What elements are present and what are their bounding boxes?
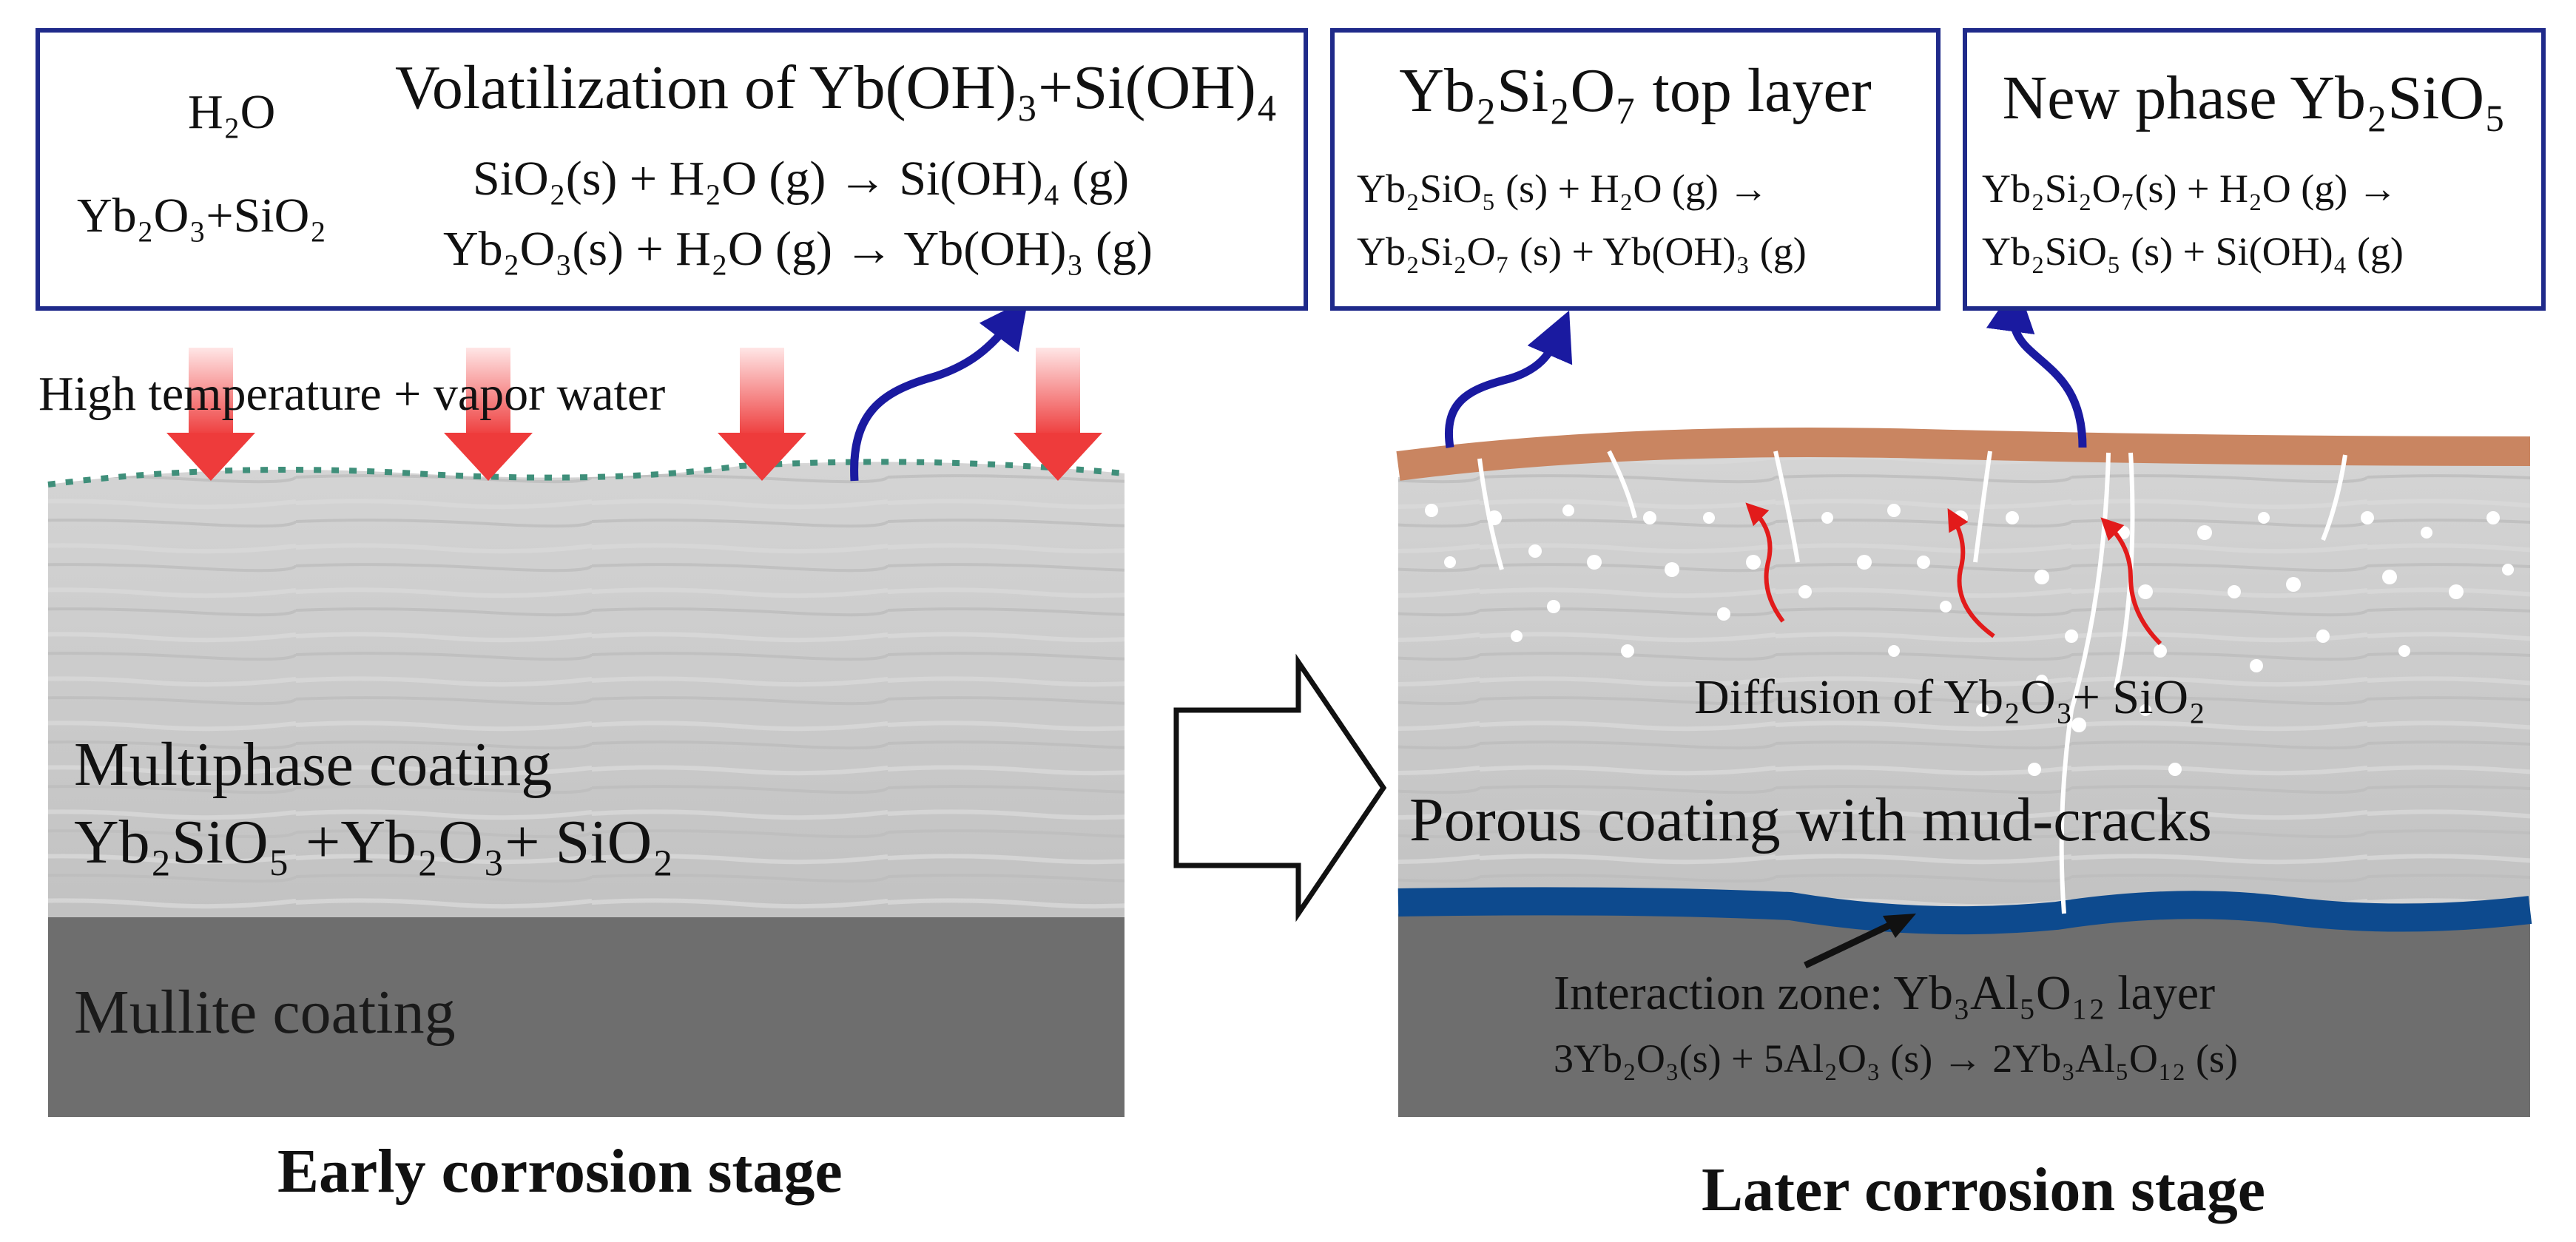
right-box-eq2: Yb₂SiO₅ (s) + Si(OH)₄ (g) [1982, 229, 2404, 274]
left-reaction-box: H₂O Yb₂O₃+SiO₂ Volatilization of Yb(OH)₃… [36, 28, 1308, 311]
diffusion-arrow [1947, 507, 1995, 638]
stage-transition-arrow [1173, 653, 1387, 922]
interaction-zone-pointer [1804, 919, 1895, 969]
interaction-zone-label: Interaction zone: Yb₃Al₅O₁₂ layer [1554, 966, 2216, 1020]
left-box-eq2: Yb₂O₃(s) + H₂O (g) → Yb(OH)₃ (g) [443, 222, 1153, 276]
mullite-coating-label: Mullite coating [74, 978, 456, 1047]
diffusion-arrow [1745, 502, 1785, 623]
right-box-eq1: Yb₂Si₂O₇(s) + H₂O (g) → [1982, 166, 2398, 211]
middle-box-eq1: Yb₂SiO₅ (s) + H₂O (g) → [1357, 166, 1769, 211]
pores [1425, 504, 2514, 776]
early-stage-caption: Early corrosion stage [277, 1137, 843, 1206]
left-box-eq1: SiO₂(s) + H₂O (g) → Si(OH)₄ (g) [473, 152, 1130, 206]
middle-box-eq2: Yb₂Si₂O₇ (s) + Yb(OH)₃ (g) [1357, 229, 1807, 274]
multiphase-composition-label: Yb₂SiO₅ +Yb₂O₃+ SiO₂ [74, 808, 674, 877]
later-stage-caption: Later corrosion stage [1702, 1155, 2266, 1224]
oval-top-label: H₂O [188, 85, 276, 139]
diffusion-arrow [2100, 517, 2162, 646]
diffusion-arrows [1745, 502, 2162, 646]
right-volatilization-arrow-right [1986, 283, 2087, 448]
right-box-title: New phase Yb₂SiO₅ [2002, 64, 2506, 132]
left-box-title: Volatilization of Yb(OH)₃+Si(OH)₄ [395, 53, 1278, 122]
heat-arrows [166, 348, 1102, 481]
multiphase-coating-label: Multiphase coating [74, 730, 553, 799]
right-coating-stack [1396, 428, 2532, 1117]
heat-arrow [718, 348, 806, 481]
right-reaction-box: New phase Yb₂SiO₅ Yb₂Si₂O₇(s) + H₂O (g) … [1963, 28, 2546, 311]
middle-reaction-box: Yb₂Si₂O₇ top layer Yb₂SiO₅ (s) + H₂O (g)… [1330, 28, 1941, 311]
right-substrate-layer [1398, 914, 2530, 1117]
volatilization-arrow [850, 298, 1028, 482]
right-volatilization-arrow-left [1445, 310, 1573, 448]
heat-arrow [1014, 348, 1102, 481]
heat-arrow [444, 348, 533, 481]
left-coating-stack [47, 459, 1125, 1117]
mullite-substrate-layer [48, 917, 1125, 1117]
diffusion-label: Diffusion of Yb₂O₃+ SiO₂ [1694, 670, 2206, 724]
environment-label: High temperature + vapor water [38, 367, 666, 421]
yb2si2o7-top-layer [1396, 428, 2531, 481]
porous-coating-label: Porous coating with mud-cracks [1409, 786, 2212, 854]
heat-arrow [166, 348, 255, 481]
interaction-zone-equation: 3Yb₂O₃(s) + 5Al₂O₃ (s) → 2Yb₃Al₅O₁₂ (s) [1554, 1036, 2238, 1081]
middle-box-title: Yb₂Si₂O₇ top layer [1399, 56, 1872, 125]
oval-bottom-label: Yb₂O₃+SiO₂ [77, 189, 327, 243]
interaction-zone-layer [1397, 887, 2532, 935]
